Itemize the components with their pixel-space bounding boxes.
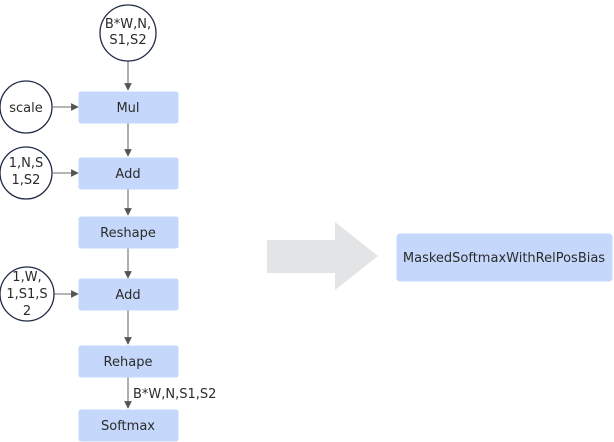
fused-node-label: MaskedSoftmaxWithRelPosBias: [403, 251, 605, 266]
input-node-bwns-line2: S1,S2: [109, 33, 146, 48]
op-add-bias: [78, 278, 179, 311]
input-node-bias: [0, 266, 55, 322]
op-rehape-label: Rehape: [104, 355, 153, 370]
op-add-mask: [78, 157, 179, 190]
op-softmax: [78, 409, 179, 442]
input-node-mask-line2: 1,S2: [12, 173, 41, 188]
op-add-mask-label: Add: [115, 167, 140, 182]
edge-label-softmax-input-shape: B*W,N,S1,S2: [133, 387, 216, 402]
input-node-mask-line1: 1,N,S: [9, 156, 44, 171]
input-node-scale-label: scale: [9, 101, 43, 116]
input-node-bias-line3: 2: [23, 304, 31, 319]
op-rehape: [78, 345, 179, 378]
input-node-bwns: [99, 4, 157, 62]
input-node-bwns-line1: B*W,N,: [105, 17, 151, 32]
input-node-mask: [0, 146, 53, 200]
transform-arrow: [267, 222, 378, 290]
op-mul: [78, 91, 179, 124]
fused-node: [396, 233, 613, 282]
op-mul-label: Mul: [116, 101, 139, 116]
input-node-bias-line2: 1,S1,S: [6, 287, 47, 302]
input-node-scale: [0, 80, 53, 134]
op-softmax-label: Softmax: [101, 419, 155, 434]
op-reshape: [78, 216, 179, 249]
op-add-bias-label: Add: [115, 288, 140, 303]
op-reshape-label: Reshape: [100, 226, 156, 241]
input-node-bias-line1: 1,W,: [12, 270, 41, 285]
